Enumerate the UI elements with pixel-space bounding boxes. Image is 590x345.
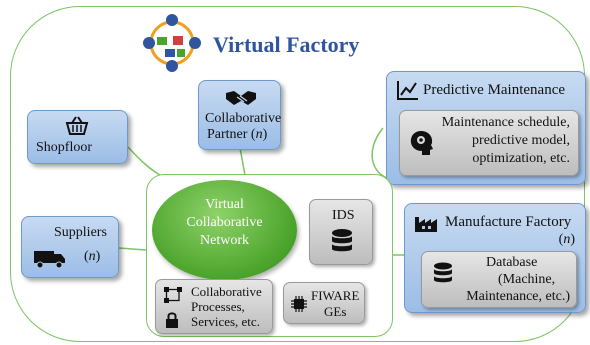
suppliers-label: Suppliers	[54, 225, 107, 240]
suppliers-count: (n)	[84, 249, 101, 264]
fiware-box: FIWARE GEs	[283, 282, 365, 324]
database-line1: Database	[486, 255, 538, 270]
manufacture-factory-box: Manufacture Factory (n) Database (Machin…	[404, 203, 586, 313]
ids-label: IDS	[332, 208, 355, 223]
predictive-maintenance-box: Predictive Maintenance Maintenance sched…	[386, 71, 586, 185]
factory-title: Manufacture Factory	[445, 214, 572, 230]
partner-label-line1: Collaborative	[205, 111, 282, 126]
database-detail-box: Database (Machine, Maintenance, etc.)	[421, 251, 577, 308]
fiware-line2: GEs	[324, 304, 347, 319]
collaborative-processes-box: Collaborative Processes, Services, etc.	[155, 279, 273, 334]
network-label-line1: Virtual	[205, 197, 244, 212]
network-label: Virtual Collaborative Network	[152, 196, 297, 250]
maintenance-detail-line2: predictive model,	[472, 133, 570, 148]
predictive-maintenance-title: Predictive Maintenance	[423, 82, 566, 98]
fiware-line1: FIWARE	[311, 288, 360, 303]
database-line3: Maintenance, etc.)	[466, 289, 570, 304]
maintenance-detail-box: Maintenance schedule, predictive model, …	[399, 110, 579, 176]
page-title: Virtual Factory	[213, 32, 360, 57]
ids-box: IDS	[309, 199, 373, 265]
database-line2: (Machine,	[498, 272, 556, 287]
shopfloor-box: Shopfloor	[27, 110, 128, 164]
database-icon	[434, 262, 452, 283]
handshake-icon	[226, 91, 256, 105]
head-gear-icon	[410, 131, 433, 155]
shopping-basket-icon	[65, 116, 89, 135]
suppliers-box: Suppliers (n)	[21, 216, 119, 278]
workflow-icon	[164, 287, 182, 303]
processes-line1: Collaborative	[191, 284, 262, 299]
processes-line2: Processes,	[191, 299, 245, 314]
virtual-collaborative-network	[152, 180, 297, 280]
network-label-line2: Collaborative	[186, 215, 263, 230]
maintenance-detail-line3: optimization, etc.	[472, 151, 570, 166]
lock-icon	[166, 312, 178, 328]
virtual-factory-logo-icon	[143, 14, 201, 72]
delivery-truck-icon	[34, 251, 65, 269]
chip-icon	[291, 296, 307, 312]
trend-chart-icon	[397, 81, 418, 100]
shopfloor-label: Shopfloor	[36, 140, 92, 155]
factory-icon	[415, 217, 437, 232]
partner-label-line2: Partner (n)	[207, 127, 268, 142]
collaborative-partner-box: Collaborative Partner (n)	[198, 80, 281, 150]
database-icon	[332, 229, 352, 252]
factory-count: (n)	[558, 232, 575, 247]
network-label-line3: Network	[200, 233, 249, 248]
maintenance-detail-line1: Maintenance schedule,	[441, 115, 570, 130]
processes-line3: Services, etc.	[191, 314, 260, 329]
